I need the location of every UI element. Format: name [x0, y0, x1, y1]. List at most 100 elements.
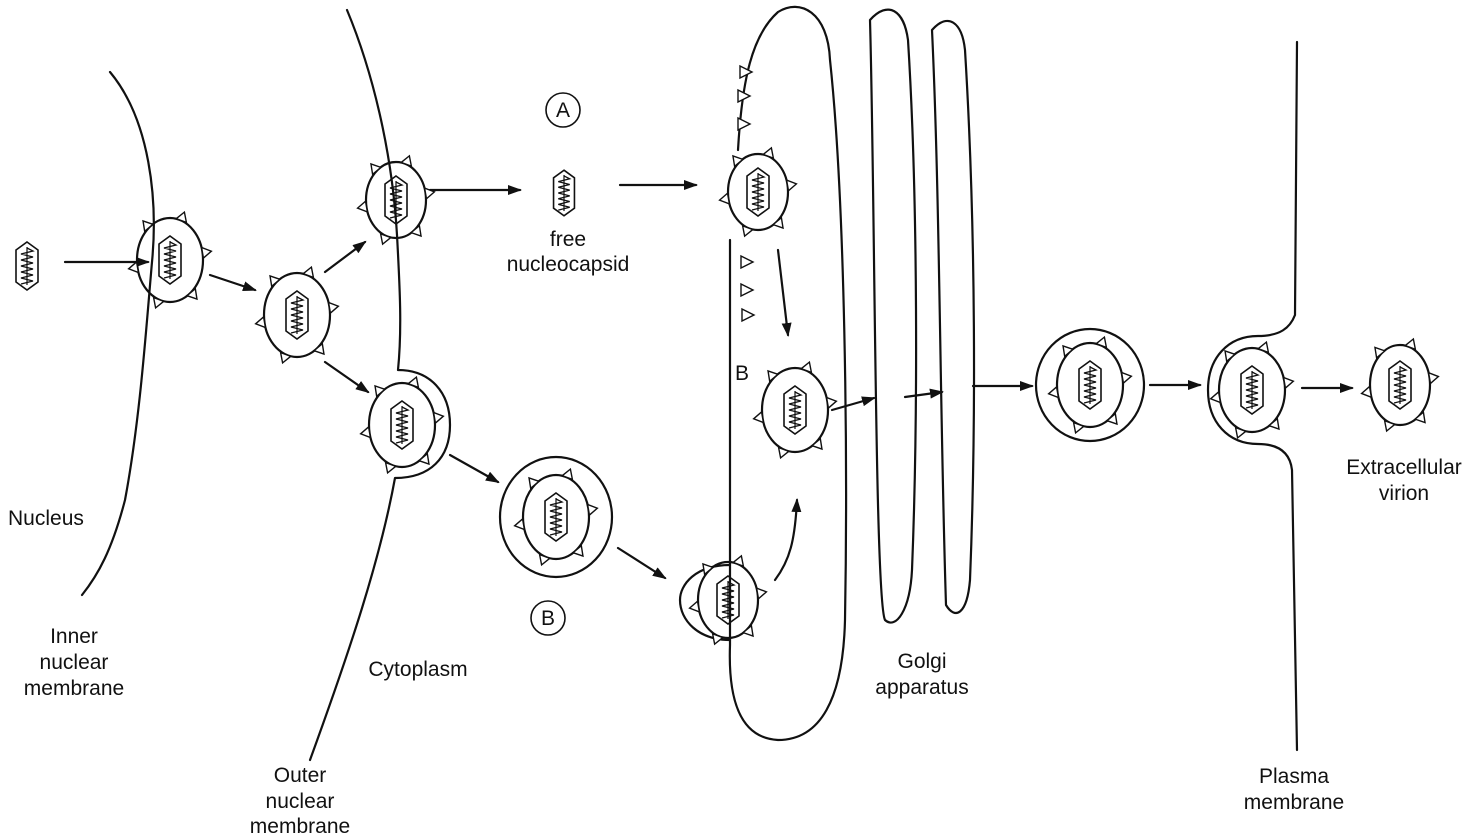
arrow-8	[616, 546, 667, 580]
glycoprotein-spike	[1105, 412, 1118, 426]
genome-coil	[788, 391, 803, 429]
arrow-12	[903, 388, 944, 399]
glycoprotein-spike	[409, 224, 422, 238]
glycoprotein-spike	[771, 216, 784, 230]
glycoprotein-spike	[312, 342, 325, 356]
capsid-shell	[285, 290, 309, 340]
er-spike	[740, 282, 755, 298]
glycoprotein-spike	[1234, 426, 1248, 440]
glycoprotein-spike	[1374, 346, 1387, 360]
capsid-shell	[544, 492, 568, 542]
outer-envelope	[498, 455, 614, 579]
glycoprotein-spike	[1062, 344, 1075, 358]
glycoprotein-spike	[370, 162, 383, 176]
glycoprotein-spike	[1360, 385, 1373, 399]
viral-envelope	[135, 216, 205, 304]
glycoprotein-spike	[399, 154, 413, 168]
glycoprotein-spike	[1403, 337, 1417, 351]
pathway-b-label: B	[541, 607, 555, 630]
outer-membrane-line-1: Outer	[274, 764, 327, 787]
glycoprotein-spike	[1383, 419, 1397, 433]
glycoprotein-spike	[741, 224, 755, 238]
inner-nuclear-membrane	[80, 70, 155, 597]
glycoprotein-spike	[799, 360, 813, 374]
er-spike	[740, 254, 755, 270]
glycoprotein-spike	[269, 274, 282, 288]
capsid-shell	[1240, 365, 1264, 415]
golgi-derived-vesicle	[1034, 327, 1146, 443]
viral-envelope	[1217, 346, 1287, 434]
glycoprotein-spike	[688, 599, 701, 613]
golgi-cisterna-1	[868, 8, 918, 624]
genome-coil	[20, 247, 35, 285]
genome-coil	[1393, 366, 1408, 404]
nucleus-label: Nucleus	[8, 507, 84, 530]
genome-coil	[549, 498, 564, 536]
glycoprotein-spike	[279, 351, 293, 365]
golgi-label: Golgi apparatus	[875, 650, 968, 699]
glycoprotein-spike	[1120, 371, 1133, 385]
glycoprotein-spike	[560, 467, 574, 481]
glycoprotein-spike	[1094, 335, 1108, 349]
glycoprotein-spike	[1256, 340, 1270, 354]
glycoprotein-spike	[767, 369, 780, 383]
capsid-shell	[1388, 360, 1412, 410]
glycoprotein-spike	[432, 411, 445, 425]
inner-membrane-line-3: membrane	[24, 677, 124, 700]
glycoprotein-spike	[513, 517, 526, 531]
glycoprotein-spike	[571, 544, 584, 558]
glycoprotein-spike	[1267, 417, 1280, 431]
plasma-membrane-label: Plasma membrane	[1244, 765, 1344, 814]
er-point-b-label: B	[735, 362, 749, 385]
glycoprotein-spike	[1072, 421, 1086, 435]
genome-coil	[1083, 366, 1098, 404]
budding-into-er	[718, 146, 798, 238]
glycoprotein-spike	[1282, 376, 1295, 390]
glycoprotein-spike	[752, 410, 765, 424]
glycoprotein-spike	[254, 315, 267, 329]
viral-envelope	[760, 366, 830, 454]
glycoprotein-spike	[538, 553, 552, 567]
glycoprotein-spike	[528, 476, 541, 490]
golgi-line-2: apparatus	[875, 676, 968, 699]
glycoprotein-spike	[732, 154, 745, 168]
virion-at-plasma-membrane	[1209, 340, 1295, 440]
inner-membrane-line-2: nuclear	[40, 651, 109, 674]
er-fusion-vesicle	[688, 554, 768, 646]
free-nucleocapsid-line-2: nucleocapsid	[507, 253, 630, 276]
glycoprotein-spike	[731, 554, 745, 568]
glycoprotein-spike	[702, 562, 715, 576]
budding-inner-membrane	[127, 210, 213, 310]
er-spike	[741, 307, 756, 323]
glycoprotein-spike	[825, 396, 838, 410]
capsid-shell	[552, 169, 576, 217]
glycoprotein-spike	[711, 632, 725, 646]
pathway-a-label: A	[556, 99, 570, 122]
virus-particles	[15, 146, 1440, 646]
glycoprotein-spike	[200, 246, 213, 260]
viral-envelope	[521, 473, 591, 561]
pathway-b-circle	[530, 600, 566, 636]
capsid-shell	[716, 575, 740, 625]
capsid-shell	[783, 385, 807, 435]
genome-coil	[395, 406, 410, 444]
endoplasmic-reticulum	[728, 5, 848, 742]
budding-outer-membrane-a	[356, 154, 436, 246]
capsid-shell	[390, 400, 414, 450]
glycoprotein-spike	[379, 232, 393, 246]
glycoprotein-spike	[785, 179, 798, 193]
glycoprotein-spike	[374, 384, 387, 398]
genome-coil	[721, 581, 736, 619]
glycoprotein-spike	[356, 199, 369, 213]
glycoprotein-spike	[152, 296, 166, 310]
nucleocapsid-in-nucleus	[15, 241, 39, 291]
glycoprotein-spike	[718, 191, 731, 205]
viral-envelope	[1055, 341, 1125, 429]
golgi-cisterna-2	[930, 19, 976, 615]
inner-membrane-label: Inner nuclear membrane	[24, 625, 124, 700]
free-nucleocapsid-line-1: free	[550, 228, 586, 251]
capsid-shell	[746, 167, 770, 217]
viral-envelope	[367, 381, 437, 469]
capsid-shell	[1078, 360, 1102, 410]
